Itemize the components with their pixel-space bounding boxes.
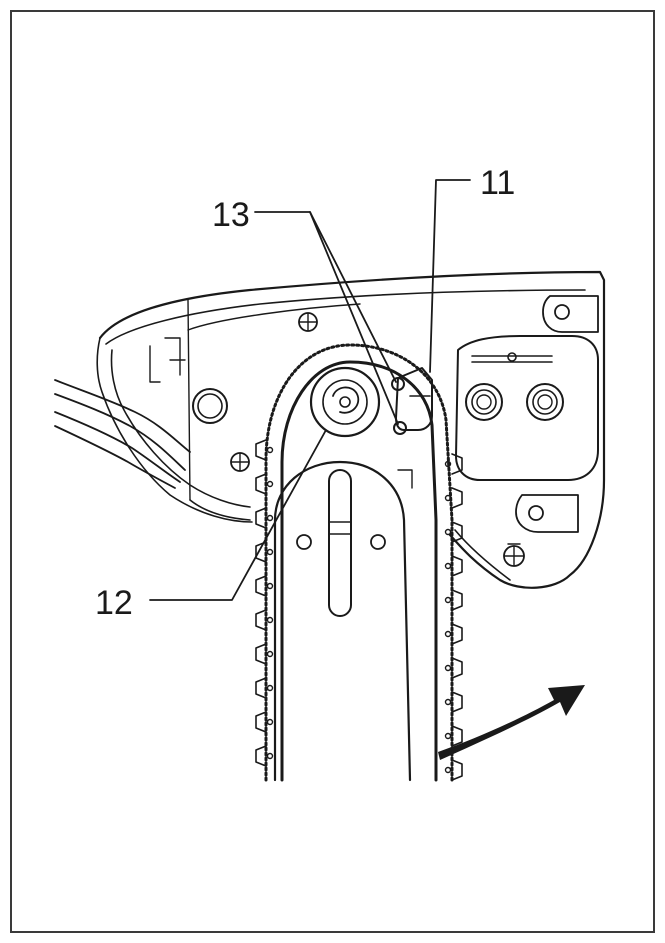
chain-rivet — [444, 664, 452, 672]
rotation-arrow — [438, 685, 585, 760]
callout-12-label: 12 — [95, 584, 133, 622]
chain-rivet — [444, 528, 452, 536]
chain-cutter-tooth — [451, 691, 463, 713]
chain-rivet — [266, 446, 274, 454]
power-cable — [54, 379, 191, 489]
chain-cutter-tooth — [255, 677, 267, 699]
chain-cutter-tooth — [255, 711, 267, 733]
chain-cutter-tooth — [255, 439, 267, 461]
chain-cutter-tooth — [451, 623, 463, 645]
guide-bar — [273, 460, 413, 782]
callout-11-label: 11 — [480, 164, 515, 202]
guide-bar-hole — [296, 534, 312, 550]
bar-nut — [526, 383, 564, 421]
chain-rivet — [266, 514, 274, 522]
chain-cutter-tooth — [451, 657, 463, 679]
chain-rivet — [266, 718, 274, 726]
housing-screw — [230, 452, 250, 472]
guide-pin — [391, 377, 405, 391]
chain-rivet — [444, 698, 452, 706]
drive-sprocket — [309, 366, 381, 438]
chain-cutter-tooth — [255, 643, 267, 665]
chain-rivet — [266, 650, 274, 658]
saw-housing — [96, 270, 606, 589]
chain-rivet — [444, 766, 452, 774]
chain-rivet — [444, 562, 452, 570]
chain-cutter-tooth — [255, 507, 267, 529]
chain-rivet — [444, 460, 452, 468]
side-cover-plate — [455, 335, 599, 481]
chain-cutter-tooth — [255, 745, 267, 767]
chain-cutter-tooth — [451, 759, 463, 781]
chain-cutter-tooth — [451, 487, 463, 509]
callout-leaders — [149, 179, 471, 601]
chain-rivet — [266, 684, 274, 692]
chain-rivet — [266, 548, 274, 556]
chain-rivet — [266, 480, 274, 488]
guide-bar-slot — [328, 469, 352, 617]
mounting-lug — [542, 295, 599, 333]
chain-rivet — [266, 752, 274, 760]
guide-bar-hole — [370, 534, 386, 550]
bar-nut — [465, 383, 503, 421]
chain-rivet — [444, 596, 452, 604]
chain-cutter-tooth — [255, 541, 267, 563]
chain-links — [255, 439, 274, 767]
chain-rivet — [266, 582, 274, 590]
housing-bolt-hole — [192, 388, 228, 424]
chain-cutter-tooth — [255, 473, 267, 495]
chain-cutter-tooth — [451, 725, 463, 747]
chain-cutter-tooth — [451, 589, 463, 611]
chain-cutter-tooth — [451, 555, 463, 577]
chain-cutter-tooth — [255, 575, 267, 597]
chain-cutter-tooth — [451, 521, 463, 543]
figure-frame — [10, 10, 655, 933]
chain-rivet — [444, 630, 452, 638]
chain-cutter-tooth — [451, 453, 463, 475]
saw-chain — [255, 343, 463, 782]
chain-cutter-tooth — [255, 609, 267, 631]
callout-13-label: 13 — [212, 196, 250, 234]
tension-knob — [503, 543, 525, 567]
chain-rivet — [444, 494, 452, 502]
guide-pin — [393, 421, 407, 435]
chain-rivet — [444, 732, 452, 740]
housing-screw — [298, 312, 318, 332]
chain-rivet — [266, 616, 274, 624]
chain-links — [444, 453, 463, 781]
mounting-lug — [515, 494, 579, 533]
